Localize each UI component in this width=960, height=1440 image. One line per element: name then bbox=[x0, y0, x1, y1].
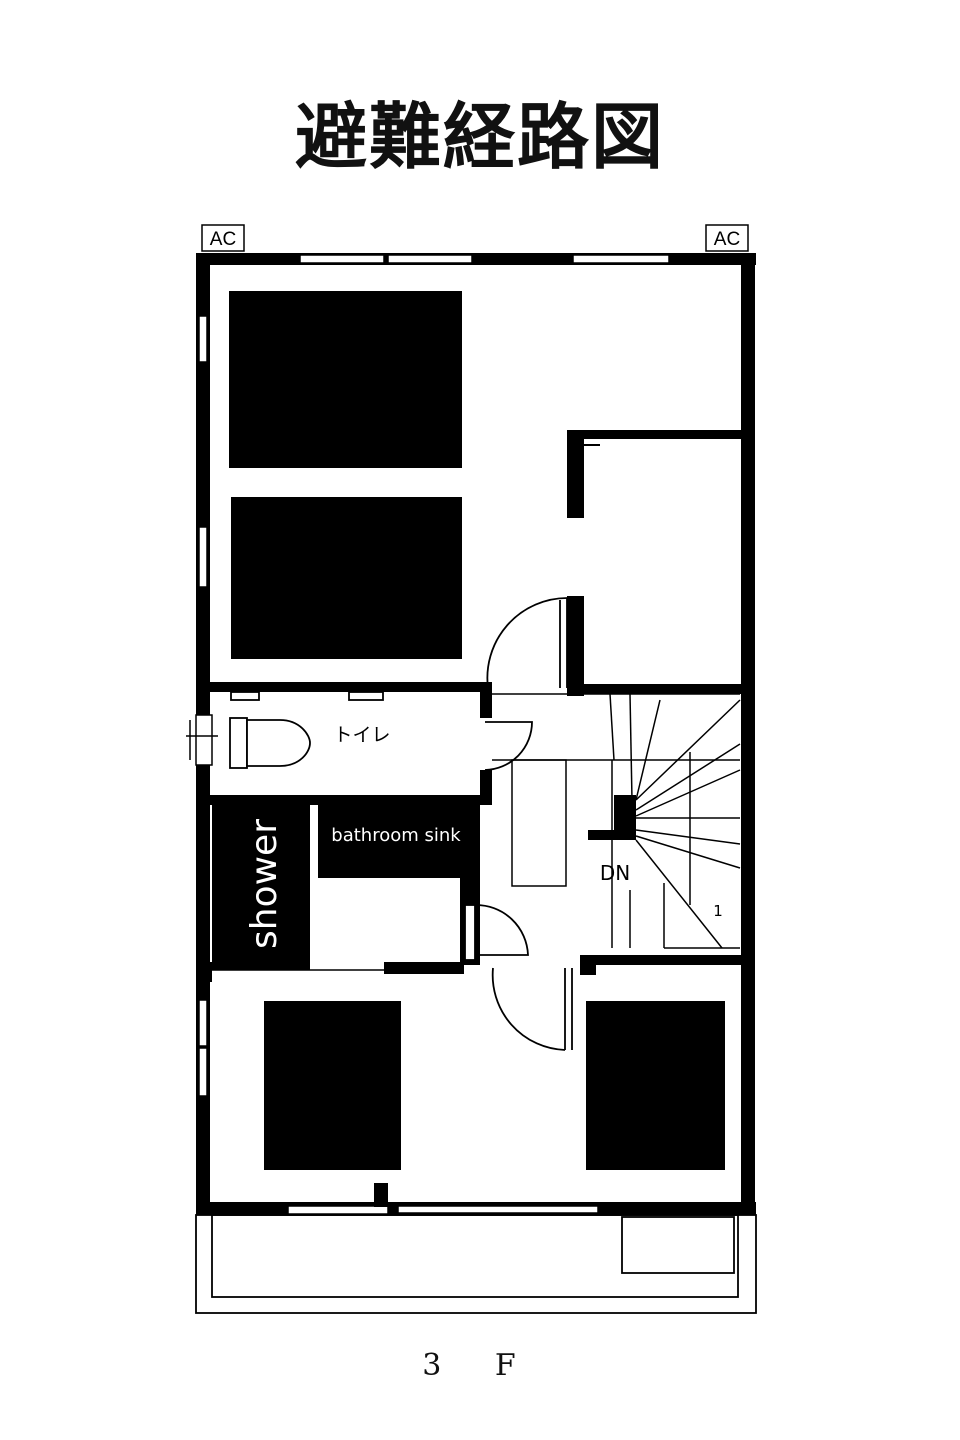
shower-area bbox=[212, 805, 310, 970]
toilet-fixture bbox=[229, 691, 384, 769]
page-title: 避難経路図 bbox=[294, 95, 665, 179]
floor-label: 3 F bbox=[422, 1348, 538, 1383]
bed-bottom-left bbox=[264, 1001, 401, 1170]
windows-bottom bbox=[287, 1205, 599, 1215]
toilet-window bbox=[186, 714, 218, 766]
bed-top-1 bbox=[229, 291, 462, 468]
ac-label-left: AC bbox=[210, 229, 236, 250]
stairs-direction-label: DN bbox=[600, 861, 630, 885]
sink-label: bathroom sink bbox=[331, 825, 461, 846]
bed-bottom-right bbox=[586, 1001, 725, 1170]
door-toilet bbox=[484, 721, 533, 771]
beds-bottom-room bbox=[264, 1001, 725, 1170]
door-bathroom bbox=[464, 904, 529, 961]
windows-left bbox=[198, 315, 208, 1097]
staircase bbox=[609, 693, 741, 949]
stair-newel bbox=[614, 795, 636, 840]
beds-top-room bbox=[229, 291, 462, 659]
sink-counter bbox=[318, 805, 460, 878]
balcony bbox=[195, 1214, 757, 1314]
ac-label-right: AC bbox=[714, 229, 740, 250]
ac-unit-left: AC bbox=[201, 224, 245, 252]
closet-walls bbox=[567, 430, 741, 696]
stairs-step-number: 1 bbox=[713, 902, 723, 920]
bed-top-2 bbox=[231, 497, 462, 659]
hall-cabinet bbox=[492, 693, 740, 887]
ac-unit-right: AC bbox=[705, 224, 749, 252]
door-bottom-room bbox=[491, 967, 573, 1051]
windows-top bbox=[299, 254, 670, 264]
shower-label: shower bbox=[244, 819, 285, 949]
toilet-label: トイレ bbox=[333, 724, 390, 746]
door-top-room bbox=[486, 597, 568, 689]
